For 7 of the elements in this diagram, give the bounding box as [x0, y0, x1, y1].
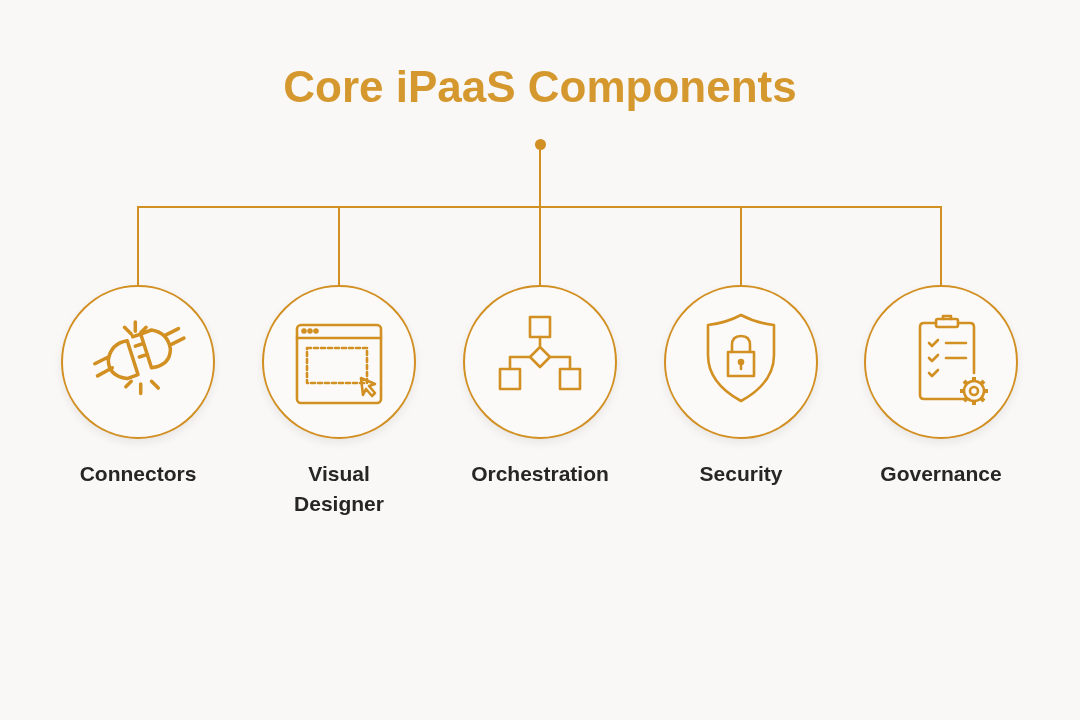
- dot: [534, 139, 546, 150]
- component-label: Governance: [879, 461, 1003, 487]
- component-label: Orchestration: [470, 461, 610, 487]
- component-label: Connectors: [78, 461, 198, 487]
- component-label: Security: [698, 461, 784, 487]
- component-label: Visual Designer: [293, 461, 385, 517]
- title: Core iPaaS Components: [283, 62, 797, 112]
